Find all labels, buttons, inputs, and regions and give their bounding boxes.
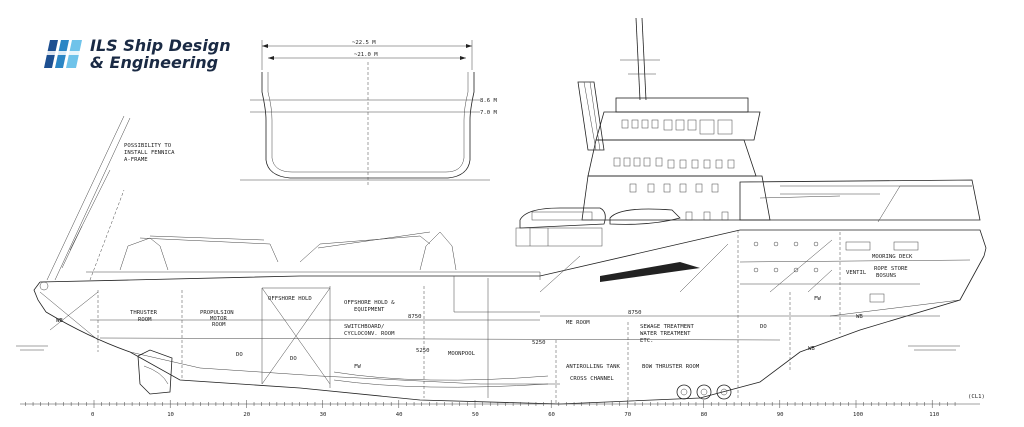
logo-text: ILS Ship Design & Engineering [90,37,231,71]
label-anti-rolling: ANTIROLLING TANK [566,364,621,370]
label-deck-5250b: 5250 [532,340,545,346]
frame-tick-label: 10 [167,412,174,418]
frame-tick-label: 50 [472,412,479,418]
superstructure [515,17,981,247]
label-sewage-3: ETC. [640,338,653,344]
label-offshore-hold: OFFSHORE HOLD [268,296,312,302]
label-do-aft: DO [236,352,243,358]
label-thruster-room-1: THRUSTER [130,310,158,316]
label-me-room: ME ROOM [566,320,590,326]
accommodation-windows-1 [613,157,735,169]
height-upper: 8.6 M [480,98,497,104]
accommodation-windows-2 [629,183,729,221]
dim-outer-width: ~22.5 M [352,40,376,46]
frame-tick-label: 100 [853,412,863,418]
label-cross-channel: CROSS CHANNEL [570,376,614,382]
label-moonpool: MOONPOOL [448,351,476,357]
logo-line-2: & Engineering [90,53,219,72]
label-thruster-room-2: ROOM [138,317,152,323]
frame-tick-label: 40 [396,412,403,418]
height-lower: 7.0 M [480,110,497,116]
annotation-line-3: A-FRAME [124,157,148,163]
compartment-labels: WB THRUSTER ROOM PROPULSION MOTOR ROOM D… [56,254,913,382]
annotation-line-1: POSSIBILITY TO [124,143,172,149]
label-propulsion-1: PROPULSION [200,310,234,316]
label-bow-thruster: BOW THRUSTER ROOM [642,364,700,370]
label-rope-store: ROPE STORE [874,266,908,272]
frame-tick-label: 20 [243,412,250,418]
wheelhouse-windows [621,119,733,135]
frame-tick-label: 0 [91,412,94,418]
label-propulsion-3: ROOM [212,322,226,328]
label-deck-8750a: 8750 [408,314,421,320]
frame-scale-end-label: (CL1) [968,394,985,400]
label-sewage-2: WATER TREATMENT [640,331,691,337]
annotation-line-2: INSTALL FENNICA [124,150,175,156]
label-offshore-hold-eq-2: EQUIPMENT [354,307,385,313]
frame-tick-label: 70 [624,412,631,418]
frame-tick-label: 60 [548,412,555,418]
label-switchboard-2: CYCLOCONV. ROOM [344,331,395,337]
label-ventil: VENTIL [846,270,867,276]
hull-profile [16,229,987,405]
label-propulsion-2: MOTOR [210,316,227,322]
label-do-fwd: DO [760,324,767,330]
logo-mark-icon [44,40,82,68]
logo-line-1: ILS Ship Design [90,36,231,55]
label-fw-aft: FW [354,364,361,370]
label-wb-fwd-low: WB [808,346,815,352]
label-switchboard-1: SWITCHBOARD/ [344,324,384,330]
label-wb-aft: WB [56,318,63,324]
company-logo: ILS Ship Design & Engineering [44,36,231,72]
label-deck-8750b: 8750 [628,310,641,316]
label-do-mid: DO [290,356,297,362]
label-bosuns: BOSUNS [876,273,896,279]
frame-tick-label: 30 [320,412,327,418]
label-fw-fwd: FW [814,296,821,302]
dim-inner-width: ~21.0 M [354,52,378,58]
deck-cranes [119,231,457,271]
label-offshore-hold-eq-1: OFFSHORE HOLD & [344,300,395,306]
a-frame-boom: POSSIBILITY TO INSTALL FENNICA A-FRAME [39,115,175,291]
frame-scale: (CL1) 0 10 20 30 40 50 60 70 80 90 100 110 [20,394,985,418]
label-mooring-deck: MOORING DECK [872,254,913,260]
midship-section-view: ~22.5 M ~21.0 M 8.6 M 7.0 M [240,40,497,186]
frame-tick-label: 80 [701,412,708,418]
label-sewage-1: SEWAGE TREATMENT [640,324,695,330]
label-deck-5250a: 5250 [416,348,429,354]
frame-tick-label: 90 [777,412,784,418]
portholes [753,241,819,273]
label-wb-fwd: WB [856,314,863,320]
frame-tick-label: 110 [929,412,939,418]
